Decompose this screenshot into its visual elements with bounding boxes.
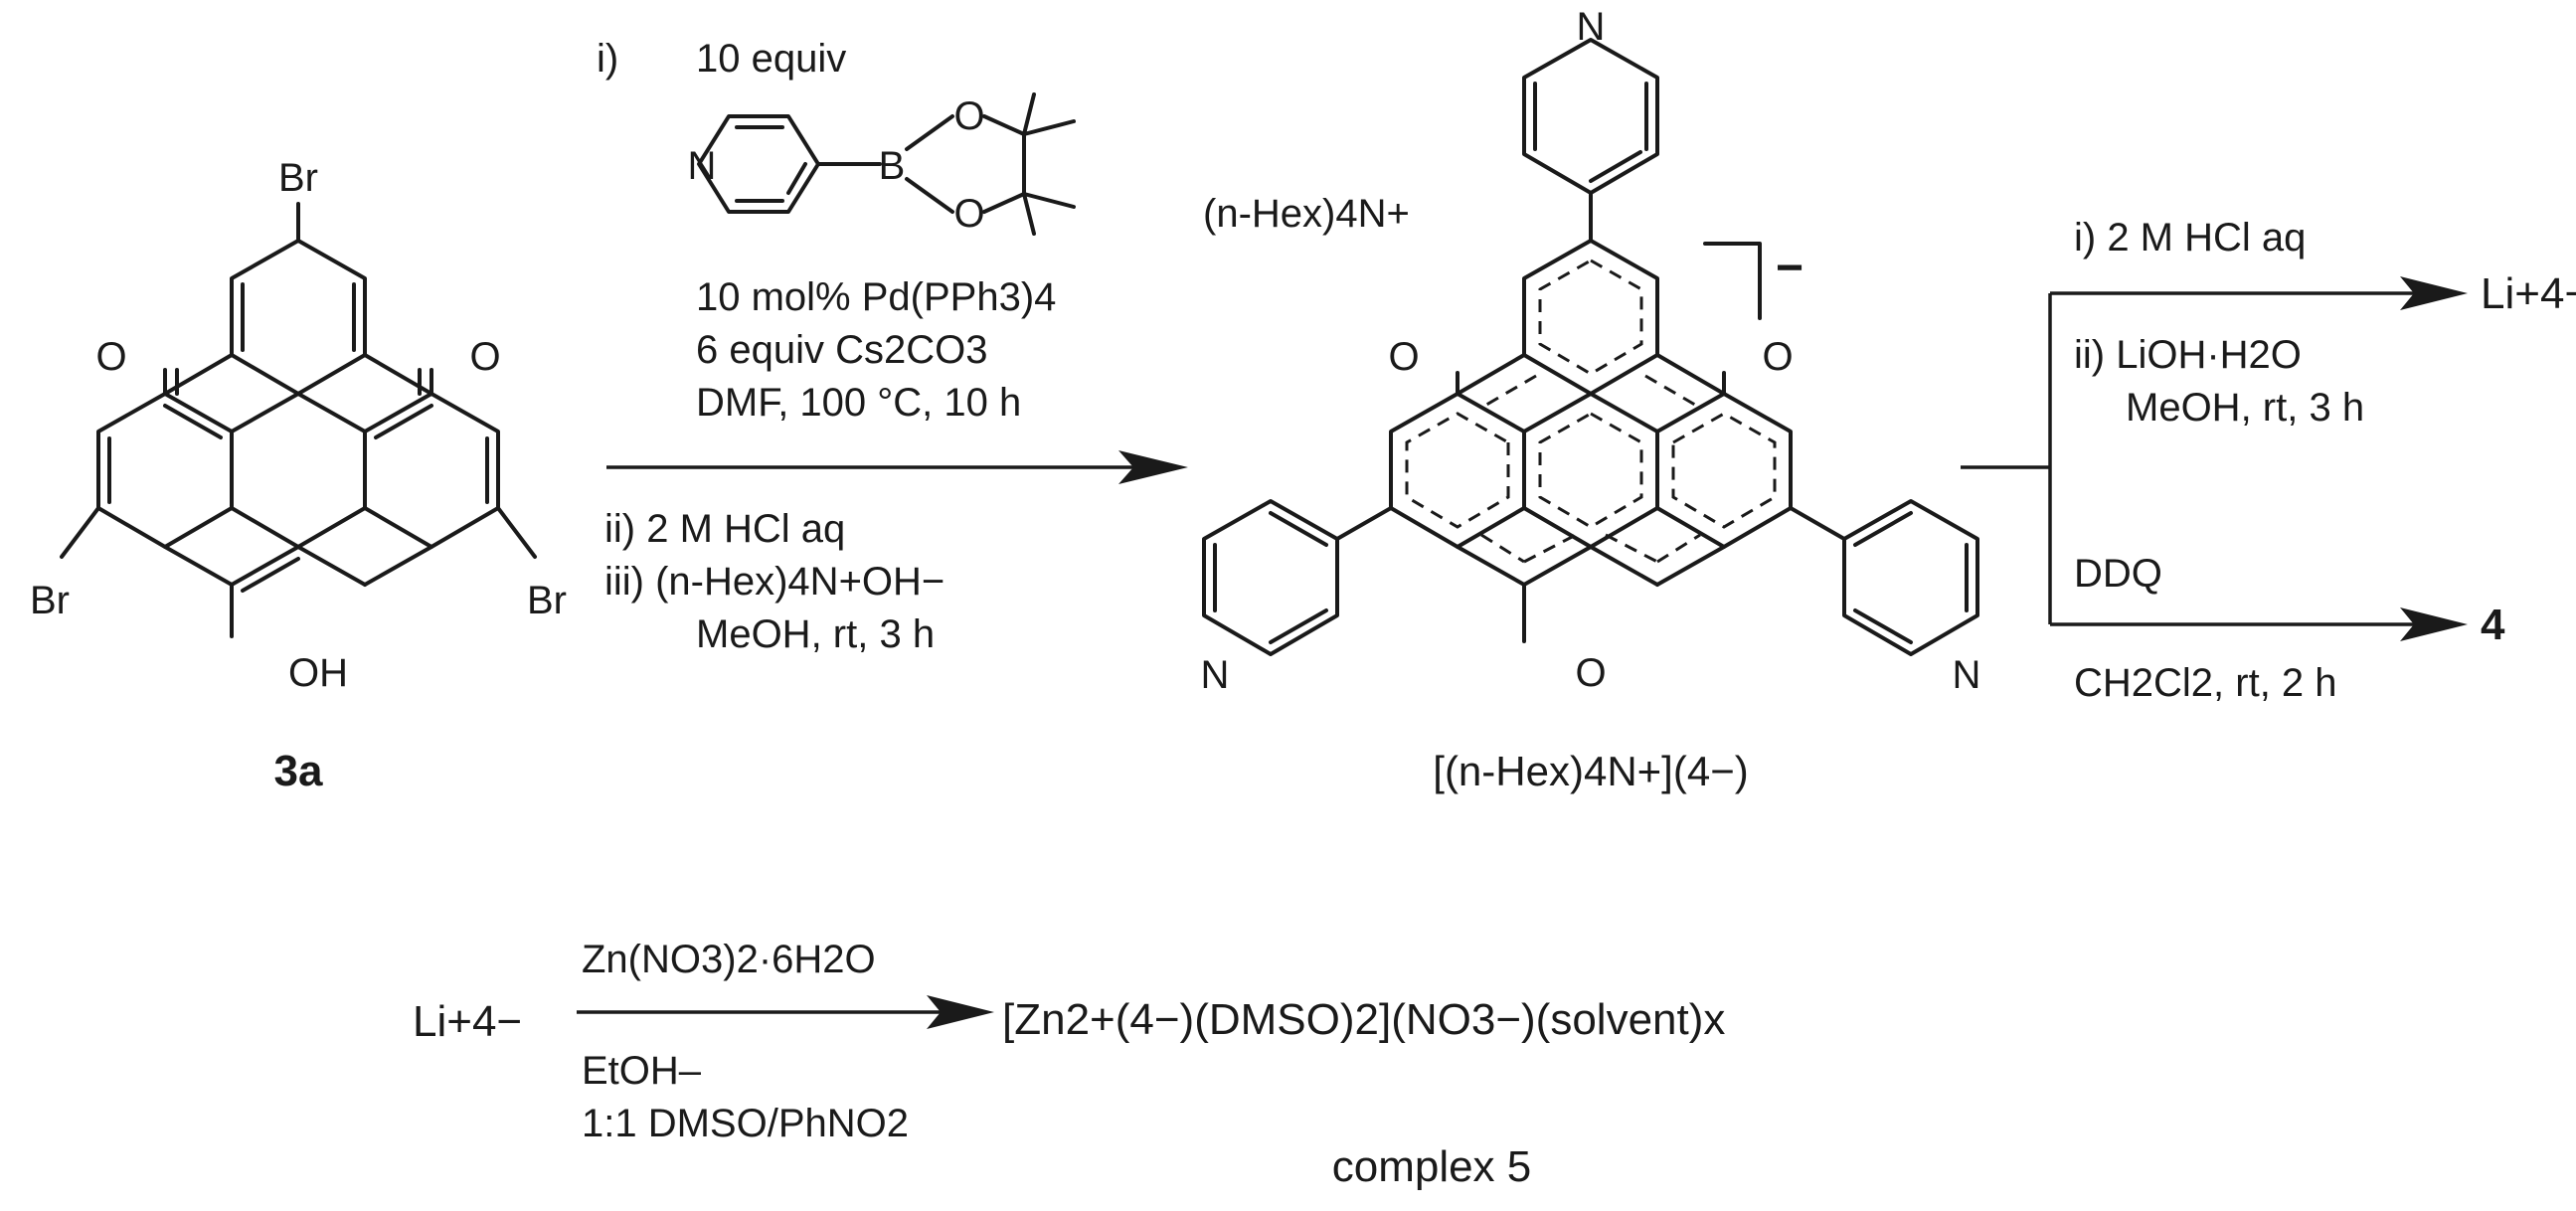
arrow-to-4-head	[2400, 607, 2468, 641]
step1-iii-conditions: MeOH, rt, 3 h	[696, 612, 935, 656]
step1-catalyst: 10 mol% Pd(PPh3)4	[696, 275, 1056, 319]
compound-3a-label: 3a	[274, 747, 323, 795]
o-product-left-label: O	[1388, 335, 1419, 379]
o-right-label: O	[469, 335, 500, 379]
step1-iii: iii) (n-Hex)4N+OH−	[604, 560, 945, 604]
step2-ii: ii) LiOH·H2O	[2074, 333, 2302, 377]
complex-caption: complex 5	[1332, 1142, 1532, 1191]
arrow-to-li4-head	[2400, 276, 2468, 310]
product-caption: [(n-Hex)4N+](4−)	[1433, 748, 1748, 794]
li4-start-label: Li+4−	[413, 997, 522, 1046]
arrow-step3-head	[927, 995, 994, 1029]
li4-product-label: Li+4−	[2481, 269, 2576, 318]
step1-conditions: DMF, 100 °C, 10 h	[696, 381, 1021, 425]
oh-label: OH	[288, 651, 348, 695]
compound-3a-structure	[60, 202, 537, 638]
br-top-label: Br	[278, 156, 318, 200]
arrow-step1-head	[1118, 450, 1188, 484]
step1-i-text: 10 equiv	[696, 37, 846, 81]
n-top-label: N	[1577, 5, 1606, 49]
product-anion-structure	[1202, 38, 1979, 656]
step2-i: i) 2 M HCl aq	[2074, 216, 2306, 260]
pyridine-boronate-structure	[697, 92, 1076, 236]
br-left-label: Br	[30, 579, 70, 622]
br-right-label: Br	[527, 579, 567, 622]
complex-formula: [Zn2+(4−)(DMSO)2](NO3−)(solvent)x	[1002, 995, 1725, 1044]
step3-solvent2: 1:1 DMSO/PhNO2	[582, 1102, 909, 1145]
charge-label: −	[1776, 242, 1803, 294]
o-product-bottom-label: O	[1575, 651, 1606, 695]
step3-reagent: Zn(NO3)2·6H2O	[582, 938, 876, 981]
step2-ddq-conditions: CH2Cl2, rt, 2 h	[2074, 661, 2337, 705]
step2-ddq: DDQ	[2074, 552, 2162, 596]
reagent-b-label: B	[879, 144, 906, 188]
step3-solvent1: EtOH–	[582, 1049, 702, 1093]
reagent-n-label: N	[688, 144, 717, 188]
reagent-o1-label: O	[953, 94, 984, 138]
reagent-o2-label: O	[953, 192, 984, 236]
ddq-product-label: 4	[2481, 601, 2505, 649]
step2-ii-conditions: MeOH, rt, 3 h	[2126, 386, 2364, 430]
o-left-label: O	[95, 335, 126, 379]
n-left-label: N	[1201, 653, 1230, 697]
n-right-label: N	[1953, 653, 1981, 697]
step1-base: 6 equiv Cs2CO3	[696, 328, 987, 372]
counter-cation-label: (n-Hex)4N+	[1203, 192, 1410, 236]
step1-ii: ii) 2 M HCl aq	[604, 507, 845, 551]
step1-i-marker: i)	[597, 37, 618, 81]
o-product-right-label: O	[1762, 335, 1793, 379]
